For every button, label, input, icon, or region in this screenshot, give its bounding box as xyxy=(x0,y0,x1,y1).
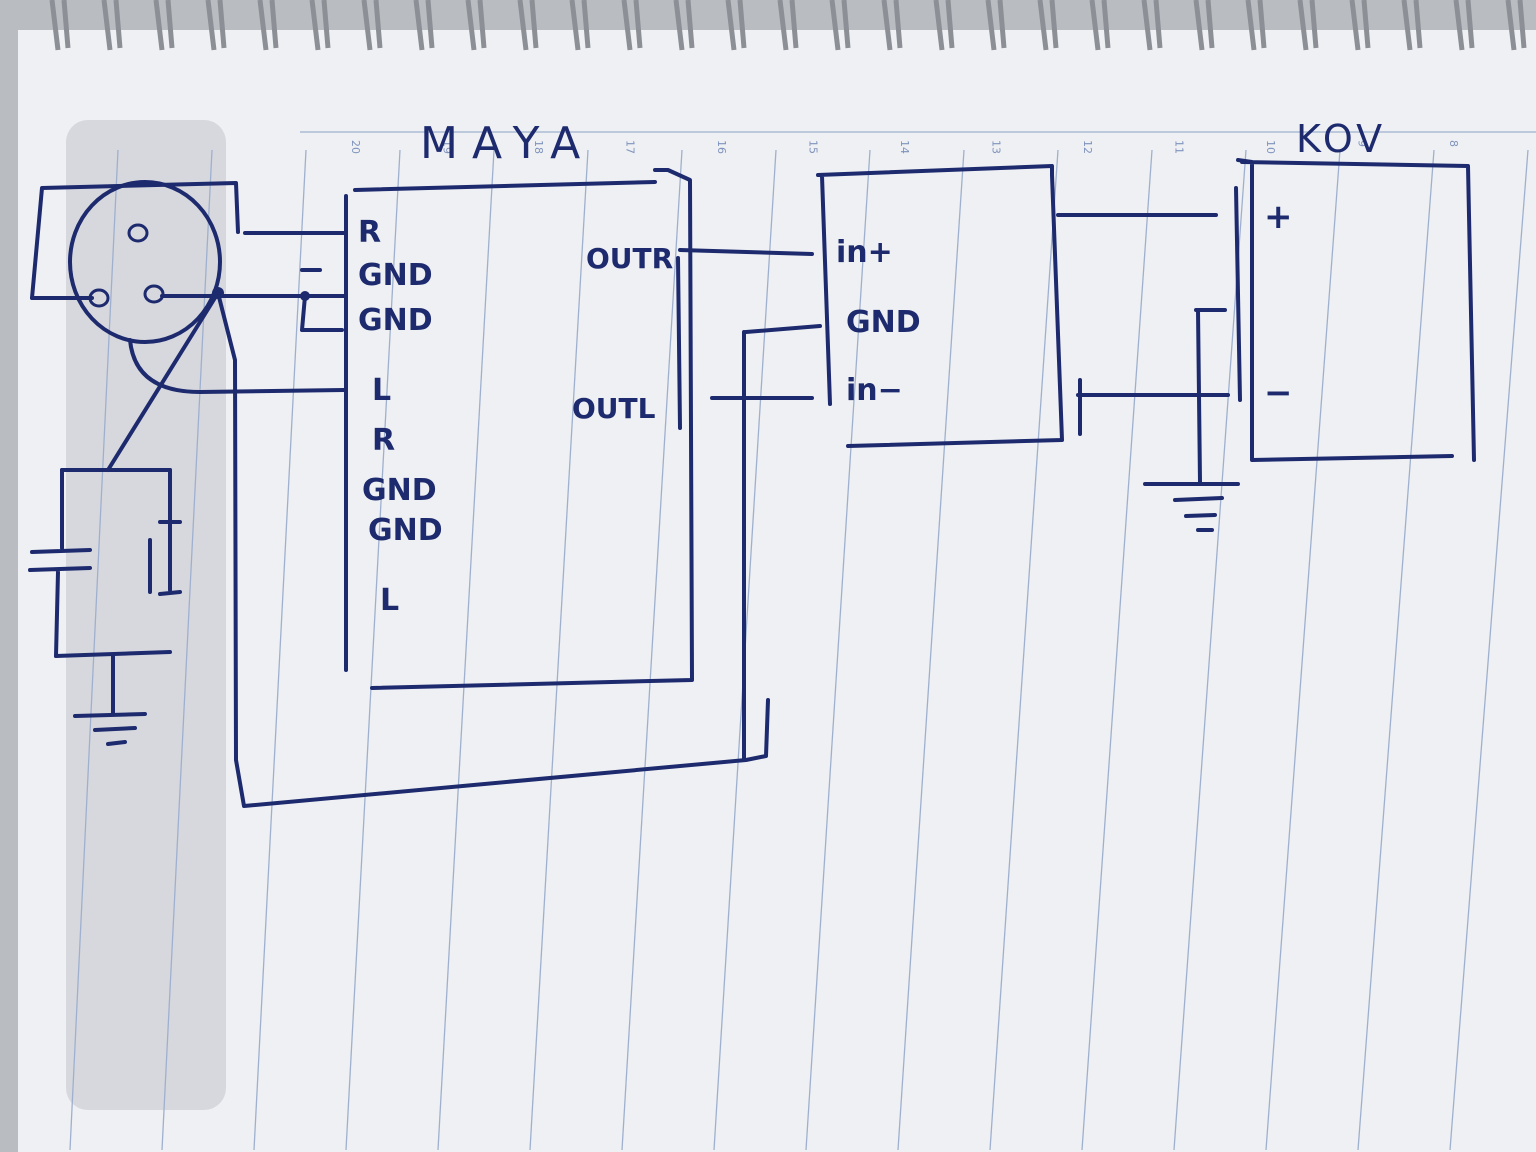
column-number: 14 xyxy=(898,140,911,154)
column-number: 18 xyxy=(532,140,545,154)
ruled-line xyxy=(1357,149,1435,1151)
ruled-line xyxy=(253,149,307,1151)
maya-input-label: GND xyxy=(368,513,443,548)
column-number: 8 xyxy=(1447,140,1460,147)
spiral-ring xyxy=(1349,0,1371,51)
column-number: 13 xyxy=(990,140,1003,154)
spiral-ring xyxy=(673,0,695,51)
spiral-ring xyxy=(1505,0,1527,51)
spiral-ring xyxy=(361,0,383,51)
column-numbers: 20 19 18 17 16 15 14 13 12 11 10 9 8 xyxy=(349,140,1460,154)
column-number: 12 xyxy=(1081,140,1094,154)
ruled-line xyxy=(1081,149,1153,1151)
kov-title: KOV xyxy=(1296,117,1386,161)
maya-input-label: GND xyxy=(362,473,437,508)
spiral-ring xyxy=(413,0,435,51)
middle-input-label: in+ xyxy=(836,235,893,270)
ruled-line xyxy=(437,149,495,1151)
maya-output-label: OUTR xyxy=(586,242,673,275)
ruled-line xyxy=(621,149,683,1151)
maya-input-label: L xyxy=(372,373,391,408)
column-number: 20 xyxy=(349,140,362,154)
spiral-binding xyxy=(49,0,1527,51)
spiral-ring xyxy=(621,0,643,51)
ruled-line xyxy=(69,149,119,1151)
spiral-ring xyxy=(829,0,851,51)
amp-wires xyxy=(1056,213,1240,532)
column-number: 11 xyxy=(1173,140,1186,154)
return-wire xyxy=(216,291,770,808)
column-number: 16 xyxy=(715,140,728,154)
maya-output-label: OUTL xyxy=(572,392,656,425)
spiral-ring xyxy=(517,0,539,51)
spiral-ring xyxy=(257,0,279,51)
spiral-ring xyxy=(1297,0,1319,51)
spiral-ring xyxy=(205,0,227,51)
ruled-line xyxy=(897,149,965,1151)
spiral-ring xyxy=(101,0,123,51)
spiral-ring xyxy=(1401,0,1423,51)
spiral-ring xyxy=(777,0,799,51)
maya-title: MAYA xyxy=(420,118,594,169)
spiral-ring xyxy=(49,0,71,51)
spiral-ring xyxy=(1245,0,1267,51)
notebook-page xyxy=(18,30,1536,1152)
ruled-line xyxy=(989,149,1059,1151)
middle-input-label: GND xyxy=(846,305,921,340)
ruled-line xyxy=(805,149,871,1151)
middle-box xyxy=(816,164,1064,448)
maya-output-labels: OUTR OUTL xyxy=(572,242,673,425)
spiral-ring xyxy=(153,0,175,51)
jack-connector xyxy=(30,180,348,394)
middle-input-label: in− xyxy=(846,373,903,408)
spiral-ring xyxy=(1089,0,1111,51)
ruled-line xyxy=(1173,149,1247,1151)
maya-input-label: R xyxy=(358,215,381,250)
spiral-ring xyxy=(569,0,591,51)
spiral-ring xyxy=(1037,0,1059,51)
margin-band xyxy=(66,120,226,1110)
capacitor-network xyxy=(28,291,220,746)
spiral-ring xyxy=(1193,0,1215,51)
column-number: 17 xyxy=(624,140,637,154)
spiral-ring xyxy=(309,0,331,51)
column-number: 15 xyxy=(807,140,820,154)
amp-terminal-minus: − xyxy=(1264,373,1293,413)
maya-input-label: GND xyxy=(358,258,433,293)
spiral-ring xyxy=(465,0,487,51)
spiral-ring xyxy=(1141,0,1163,51)
ruled-line xyxy=(345,149,401,1151)
spiral-ring xyxy=(933,0,955,51)
ruled-line xyxy=(1449,149,1529,1151)
maya-input-label: L xyxy=(380,583,399,618)
out-wires xyxy=(676,248,822,430)
spiral-ring xyxy=(985,0,1007,51)
maya-input-label: GND xyxy=(358,303,433,338)
middle-input-labels: in+ GND in− xyxy=(836,235,921,408)
spiral-ring xyxy=(881,0,903,51)
column-number: 10 xyxy=(1264,140,1277,154)
amp-terminal-plus: + xyxy=(1264,197,1293,237)
ruled-lines xyxy=(69,149,1529,1151)
maya-input-labels: R GND GND L R GND GND L xyxy=(358,215,443,618)
column-number: 19 xyxy=(441,140,454,154)
maya-box xyxy=(298,168,694,690)
spiral-ring xyxy=(1453,0,1475,51)
kov-box xyxy=(1234,158,1476,462)
spiral-ring xyxy=(725,0,747,51)
ruled-line xyxy=(1265,149,1341,1151)
maya-input-label: R xyxy=(372,423,395,458)
column-number: 9 xyxy=(1356,140,1369,147)
ruled-line xyxy=(529,149,589,1151)
